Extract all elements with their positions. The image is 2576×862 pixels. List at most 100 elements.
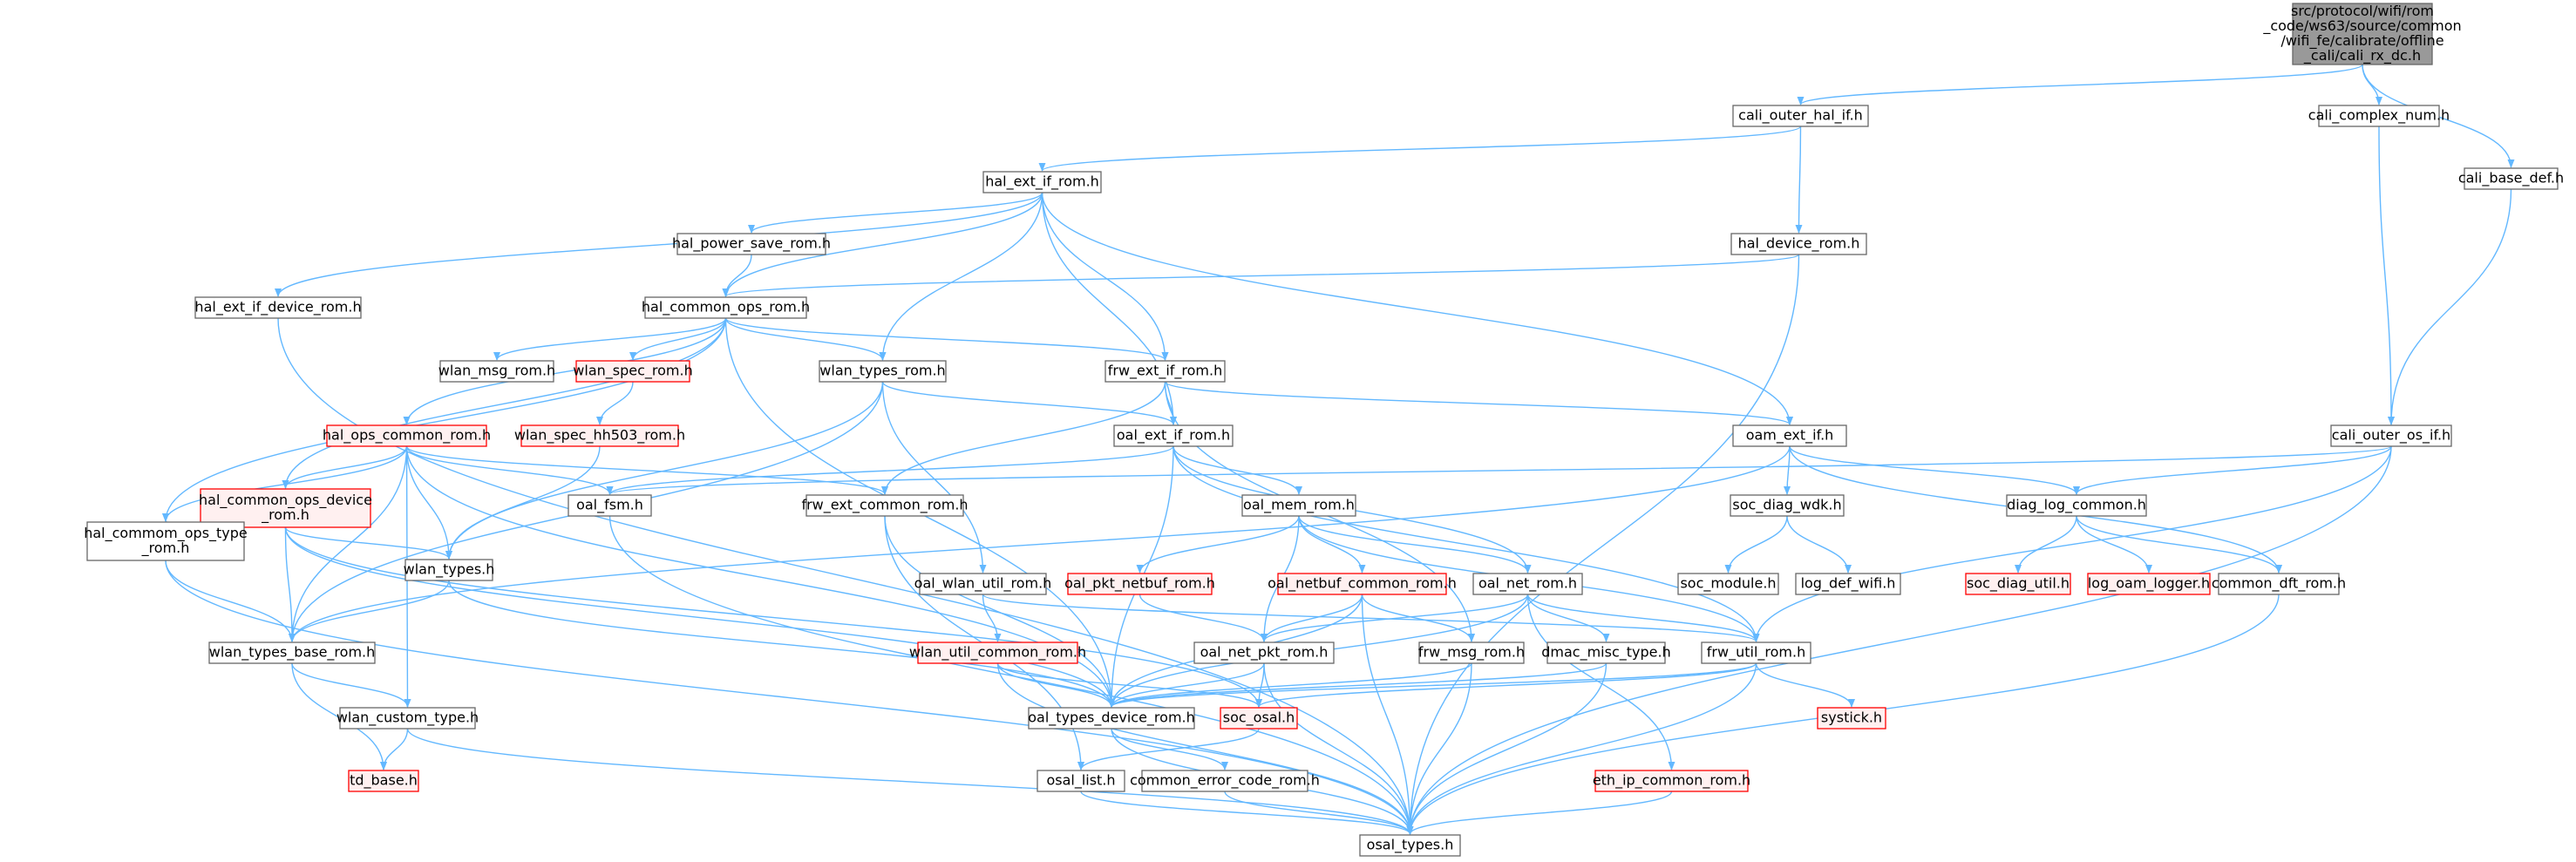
- edge-wlan_custom_type-to-osal_types: [406, 728, 1414, 835]
- node-box: [819, 360, 947, 383]
- node-box: [200, 488, 371, 528]
- node-soc-osal[interactable]: soc_osal.h: [1220, 707, 1298, 730]
- node-dmac-misc-type[interactable]: dmac_misc_type.h: [1541, 641, 1671, 664]
- node-common-dft-rom[interactable]: common_dft_rom.h: [2212, 573, 2346, 595]
- node-soc-diag-util[interactable]: soc_diag_util.h: [1965, 573, 2071, 595]
- node-label: cali_outer_os_if.h: [2332, 427, 2450, 445]
- node-soc-module[interactable]: soc_module.h: [1677, 573, 1779, 595]
- edge-oal_wlan_util_rom-to-frw_util_rom: [982, 594, 1760, 642]
- node-cali-complex-num[interactable]: cali_complex_num.h: [2308, 105, 2450, 127]
- edge-frw_ext_if_rom-to-oam_ext_if: [1164, 381, 1793, 425]
- node-box: [644, 296, 807, 319]
- node-box: [194, 296, 362, 319]
- edge-hal_common_ops_rom-to-wlan_types_rom: [724, 317, 887, 361]
- node-hal-power-save-rom[interactable]: hal_power_save_rom.h: [672, 233, 831, 255]
- node-common-error-code-rom[interactable]: common_error_code_rom.h: [1130, 770, 1320, 792]
- node-systick[interactable]: systick.h: [1817, 707, 1886, 730]
- edge-cali_outer_hal_if-to-hal_device_rom: [1795, 126, 1803, 234]
- node-label: /wifi_fe/calibrate/offline: [2280, 32, 2443, 50]
- edge-hal_ext_if_rom-to-hal_power_save_rom: [748, 192, 1043, 234]
- node-label: oal_mem_rom.h: [1243, 497, 1355, 514]
- node-label: frw_msg_rom.h: [1418, 644, 1525, 662]
- node-box: [1104, 360, 1226, 383]
- node-oal-ext-if-rom[interactable]: oal_ext_if_rom.h: [1113, 424, 1234, 447]
- node-wlan-custom-type[interactable]: wlan_custom_type.h: [336, 707, 479, 730]
- node-hal-device-rom[interactable]: hal_device_rom.h: [1730, 233, 1867, 255]
- node-box: [1359, 834, 1461, 857]
- node-eth-ip-common-rom[interactable]: eth_ip_common_rom.h: [1593, 770, 1750, 792]
- node-wlan-spec-hh503-rom[interactable]: wlan_spec_hh503_rom.h: [514, 424, 685, 447]
- node-wlan-types-base-rom[interactable]: wlan_types_base_rom.h: [208, 641, 376, 664]
- edge-cali_outer_os_if-to-osal_types: [1406, 445, 2392, 835]
- node-hal-common-ops-device-rom[interactable]: hal_common_ops_device_rom.h: [199, 488, 372, 528]
- edge-hal_common_ops_rom-to-wlan_spec_rom: [629, 317, 727, 361]
- edge-frw_msg_rom-to-osal_types: [1406, 662, 1472, 835]
- edge-oal_net_rom-to-oal_net_pkt_rom: [1261, 594, 1529, 642]
- edge-hal_commom_ops_type_rom-to-wlan_types_base_rom: [165, 560, 296, 642]
- edge-wlan_custom_type-to-td_base: [380, 728, 409, 770]
- edge-hal_ext_if_rom-to-oal_ext_if_rom: [1041, 192, 1177, 425]
- edge-hal_ext_if_rom-to-oam_ext_if: [1041, 192, 1793, 425]
- node-label: frw_ext_common_rom.h: [801, 497, 968, 514]
- node-box: [676, 233, 826, 255]
- node-hal-common-ops-rom[interactable]: hal_common_ops_rom.h: [642, 296, 810, 319]
- node-frw-util-rom[interactable]: frw_util_rom.h: [1701, 641, 1811, 664]
- node-oal-netbuf-common-rom[interactable]: oal_netbuf_common_rom.h: [1268, 573, 1457, 595]
- node-diag-log-common[interactable]: diag_log_common.h: [2006, 494, 2147, 517]
- node-oal-wlan-util-rom[interactable]: oal_wlan_util_rom.h: [914, 573, 1052, 595]
- node-frw-msg-rom[interactable]: frw_msg_rom.h: [1418, 641, 1525, 664]
- node-label: wlan_types_rom.h: [819, 363, 945, 380]
- node-label: td_base.h: [350, 772, 418, 790]
- node-wlan-spec-rom[interactable]: wlan_spec_rom.h: [573, 360, 693, 383]
- node-td-base[interactable]: td_base.h: [348, 770, 419, 792]
- node-oal-pkt-netbuf-rom[interactable]: oal_pkt_netbuf_rom.h: [1064, 573, 1215, 595]
- node-oam-ext-if[interactable]: oam_ext_if.h: [1732, 424, 1847, 447]
- node-wlan-msg-rom[interactable]: wlan_msg_rom.h: [438, 360, 555, 383]
- node-log-def-wifi[interactable]: log_def_wifi.h: [1795, 573, 1901, 595]
- node-hal-ext-if-rom[interactable]: hal_ext_if_rom.h: [982, 171, 1102, 193]
- node-label: log_oam_logger.h: [2088, 575, 2210, 593]
- node-box: [568, 494, 652, 517]
- node-root[interactable]: src/protocol/wifi/rom_code/ws63/source/c…: [2262, 3, 2462, 65]
- node-cali-base-def[interactable]: cali_base_def.h: [2458, 167, 2564, 190]
- node-hal-ext-if-device-rom[interactable]: hal_ext_if_device_rom.h: [194, 296, 362, 319]
- node-oal-types-device-rom[interactable]: oal_types_device_rom.h: [1028, 707, 1195, 730]
- node-oal-net-pkt-rom[interactable]: oal_net_pkt_rom.h: [1193, 641, 1335, 664]
- edge-hal_ops_common_rom-to-wlan_types: [405, 445, 452, 560]
- node-label: cali_complex_num.h: [2308, 107, 2450, 125]
- node-label: cali_outer_hal_if.h: [1738, 107, 1863, 125]
- node-frw-ext-common-rom[interactable]: frw_ext_common_rom.h: [801, 494, 969, 517]
- edge-oal_netbuf_common_rom-to-oal_net_pkt_rom: [1261, 594, 1363, 642]
- edge-cali_outer_hal_if-to-hal_ext_if_rom: [1038, 126, 1802, 172]
- node-box: [348, 770, 419, 792]
- node-label: hal_common_ops_device: [199, 492, 372, 509]
- edge-oal_fsm-to-osal_types: [608, 515, 1414, 835]
- node-box: [1141, 770, 1308, 792]
- node-soc-diag-wdk[interactable]: soc_diag_wdk.h: [1730, 494, 1845, 517]
- edge-diag_log_common-to-soc_diag_util: [2015, 515, 2077, 574]
- node-log-oam-logger[interactable]: log_oam_logger.h: [2087, 573, 2211, 595]
- edge-wlan_types-to-oal_types_device_rom: [448, 580, 1115, 708]
- node-wlan-types[interactable]: wlan_types.h: [404, 559, 495, 581]
- node-wlan-util-common-rom[interactable]: wlan_util_common_rom.h: [909, 641, 1086, 664]
- node-hal-ops-common-rom[interactable]: hal_ops_common_rom.h: [323, 424, 491, 447]
- edge-hal_common_ops_device_rom-to-soc_osal: [284, 526, 1262, 708]
- node-cali-outer-hal-if[interactable]: cali_outer_hal_if.h: [1732, 105, 1869, 127]
- edge-cali_base_def-to-cali_outer_os_if: [2388, 188, 2512, 425]
- node-frw-ext-if-rom[interactable]: frw_ext_if_rom.h: [1104, 360, 1226, 383]
- node-label: wlan_types_base_rom.h: [209, 644, 376, 662]
- node-cali-outer-os-if[interactable]: cali_outer_os_if.h: [2330, 424, 2452, 447]
- node-oal-fsm[interactable]: oal_fsm.h: [568, 494, 652, 517]
- edge-hal_common_ops_device_rom-to-wlan_types: [284, 526, 452, 560]
- node-osal-types[interactable]: osal_types.h: [1359, 834, 1461, 857]
- edge-hal_common_ops_rom-to-hal_ops_common_rom: [403, 317, 727, 425]
- edge-oal_net_rom-to-dmac_misc_type: [1526, 594, 1610, 642]
- node-wlan-types-rom[interactable]: wlan_types_rom.h: [819, 360, 947, 383]
- node-oal-mem-rom[interactable]: oal_mem_rom.h: [1241, 494, 1356, 517]
- node-oal-net-rom[interactable]: oal_net_rom.h: [1472, 573, 1583, 595]
- node-box: [1817, 707, 1886, 730]
- edge-eth_ip_common_rom-to-osal_types: [1406, 791, 1673, 835]
- node-hal-commom-ops-type-rom[interactable]: hal_commom_ops_type_rom.h: [84, 521, 248, 561]
- node-osal-list[interactable]: osal_list.h: [1037, 770, 1125, 792]
